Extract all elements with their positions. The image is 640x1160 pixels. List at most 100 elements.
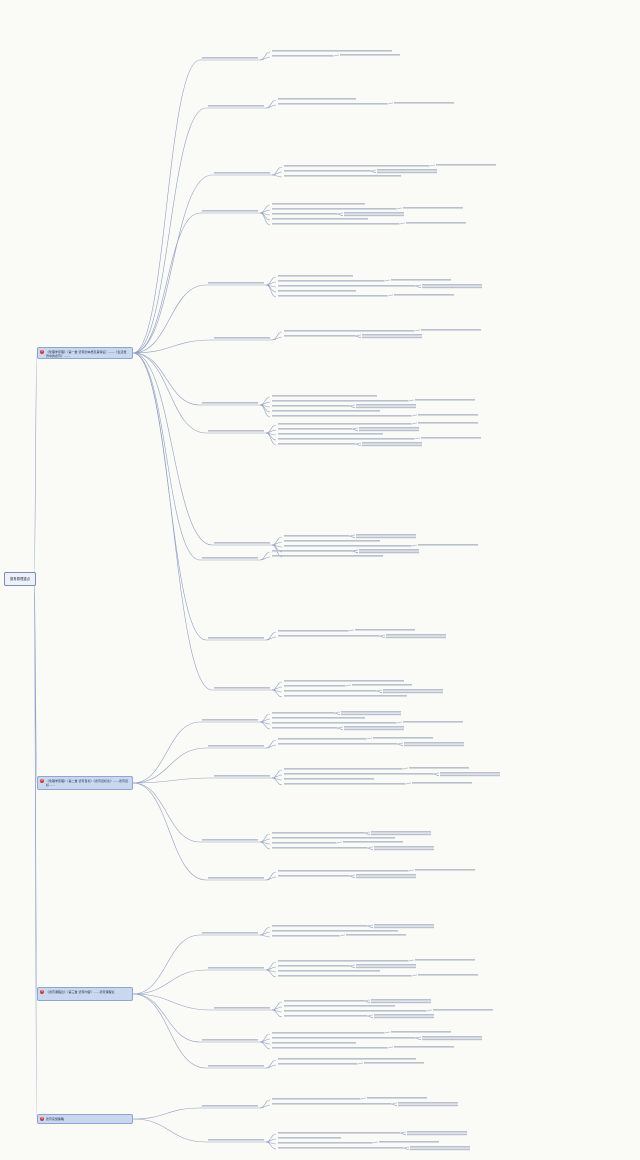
- fine-print-line: [202, 210, 258, 212]
- fine-print-line: [208, 1139, 264, 1141]
- fine-print-line: [284, 1015, 367, 1017]
- fine-print-line: [214, 542, 270, 544]
- fine-print-line: [410, 1148, 470, 1151]
- fine-print-line: [356, 534, 416, 536]
- fine-print-line: [272, 847, 367, 849]
- fine-print-line: [359, 429, 419, 432]
- fine-print-line: [278, 635, 379, 637]
- connector: [425, 1009, 433, 1012]
- connector: [366, 847, 374, 850]
- fine-print-line: [362, 334, 422, 336]
- connector: [344, 684, 352, 687]
- fine-print-line: [398, 1102, 458, 1104]
- fine-print-line: [214, 337, 270, 339]
- connector: [407, 959, 415, 962]
- connector: [332, 54, 340, 57]
- connector: [414, 285, 422, 288]
- connector: [259, 1041, 271, 1050]
- fine-print-line: [278, 1147, 403, 1149]
- fine-print-line: [344, 726, 404, 728]
- fine-print-line: [415, 869, 475, 871]
- fine-print-line: [278, 970, 380, 972]
- fine-print-line: [362, 442, 422, 444]
- connector: [271, 777, 283, 786]
- connector: [132, 782, 207, 881]
- connector: [132, 993, 201, 1043]
- fine-print-line: [284, 1005, 395, 1007]
- connector: [132, 969, 207, 995]
- section-node-3[interactable]: 3 《德育课程论》（第三章 德育内容）……德育课程论: [37, 987, 133, 1001]
- fine-print-line: [272, 203, 365, 205]
- fine-print-line: [278, 630, 348, 632]
- fine-print-line: [386, 634, 446, 636]
- connector: [259, 841, 271, 850]
- connector: [265, 636, 277, 641]
- section-node-2[interactable]: 2 《伦理学原理》（第二章 德育目标）《德育目标论》——德育目标……: [37, 776, 133, 790]
- fine-print-line: [422, 1038, 482, 1041]
- fine-print-line: [356, 964, 416, 966]
- connector: [401, 767, 409, 770]
- root-node[interactable]: 德育原理重点: [4, 572, 36, 586]
- section-node-1[interactable]: 1 《伦理学原理》（第一章 德育的本质及其特征）——《生活世界中的德育》……: [37, 347, 133, 359]
- fine-print-line: [272, 842, 336, 844]
- fine-print-line: [343, 841, 403, 843]
- fine-print-line: [356, 536, 416, 539]
- connector: [390, 1103, 398, 1106]
- fine-print-line: [272, 832, 364, 834]
- fine-print-line: [278, 438, 414, 440]
- fine-print-line: [284, 540, 380, 542]
- fine-print-line: [412, 782, 472, 784]
- fine-print-line: [214, 687, 270, 689]
- fine-print-line: [272, 213, 337, 215]
- fine-print-line: [272, 1032, 384, 1034]
- fine-print-line: [278, 960, 408, 962]
- fine-print-line: [278, 975, 411, 977]
- fine-print-line: [344, 212, 404, 214]
- fine-print-line: [440, 772, 500, 774]
- fine-print-line: [278, 103, 387, 105]
- fine-print-line: [202, 1039, 258, 1041]
- fine-print-line: [272, 837, 395, 839]
- connector: [402, 1147, 410, 1150]
- fine-print-line: [377, 171, 437, 174]
- fine-print-line: [208, 967, 264, 969]
- fine-print-line: [272, 722, 396, 724]
- connector: [386, 1046, 394, 1049]
- connector: [395, 207, 403, 210]
- connector: [336, 727, 344, 730]
- fine-print-line: [284, 165, 429, 167]
- fine-print-line: [341, 713, 401, 716]
- fine-print-line: [421, 437, 481, 439]
- connector: [271, 1009, 283, 1018]
- fine-print-line: [278, 1058, 416, 1060]
- connector: [386, 102, 394, 105]
- fine-print-line: [284, 170, 370, 172]
- connector: [398, 222, 406, 225]
- fine-print-line: [409, 767, 469, 769]
- section-node-4[interactable]: 4 德育实施策略: [37, 1114, 133, 1124]
- connector: [351, 428, 359, 431]
- fine-print-line: [272, 400, 408, 402]
- fine-print-line: [415, 399, 475, 401]
- fine-print-line: [394, 102, 454, 104]
- fine-print-line: [278, 1063, 357, 1065]
- connector: [410, 414, 418, 417]
- fine-print-line: [391, 279, 451, 281]
- fine-print-line: [278, 428, 352, 430]
- fine-print-line: [356, 874, 416, 876]
- connector: [132, 352, 213, 546]
- fine-print-line: [208, 637, 264, 639]
- fine-print-line: [415, 959, 475, 961]
- fine-print-line: [398, 1104, 458, 1107]
- fine-print-line: [284, 778, 374, 780]
- fine-print-line: [371, 1001, 431, 1004]
- fine-print-line: [403, 207, 463, 209]
- section-number-badge: 3: [40, 990, 44, 994]
- fine-print-line: [352, 684, 412, 686]
- connector: [33, 352, 38, 579]
- fine-print-line: [284, 545, 411, 547]
- fine-print-line: [214, 172, 270, 174]
- connector: [348, 405, 356, 408]
- connector: [265, 1064, 277, 1069]
- fine-print-line: [272, 415, 411, 417]
